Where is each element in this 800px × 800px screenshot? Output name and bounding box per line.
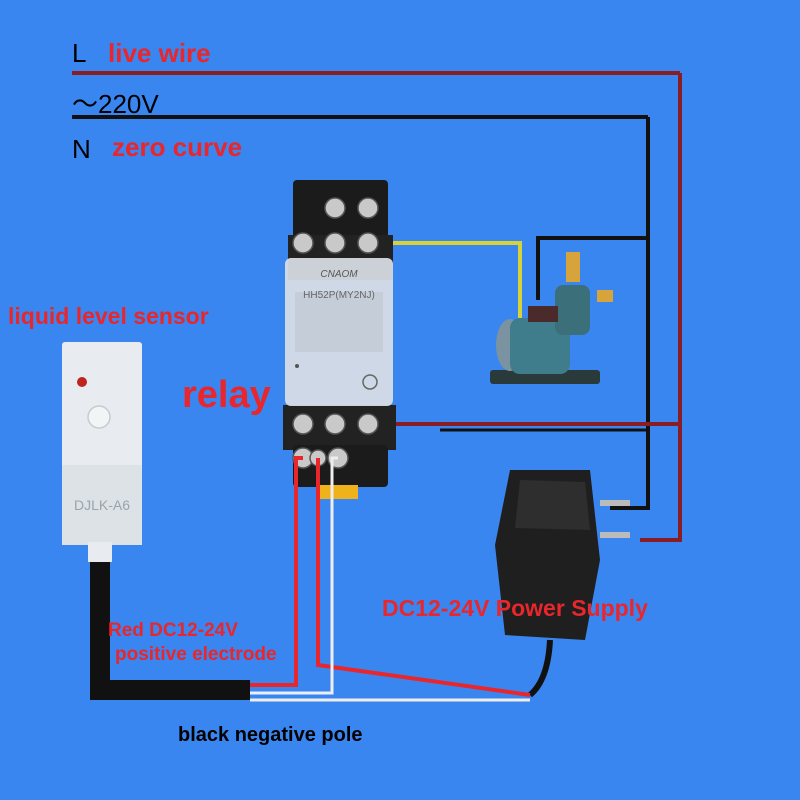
pump-neutral-wire	[536, 236, 648, 300]
power-adapter	[495, 470, 630, 698]
live-wire-drop	[640, 73, 682, 542]
relay-cover: CNAOM HH52P(MY2NJ)	[285, 258, 393, 406]
live-wire-label: live wire	[108, 38, 211, 68]
white-wire-from-relay	[250, 456, 338, 695]
power-supply-label: DC12-24V Power Supply	[382, 595, 648, 621]
relay-terminals	[292, 197, 379, 469]
relay-model: HH52P(MY2NJ)	[303, 290, 375, 301]
relay-label: relay	[182, 374, 271, 416]
neutral-wire-label: zero curve	[112, 132, 243, 162]
red-wire-to-adapter	[316, 458, 531, 697]
neutral-wire-drop	[610, 117, 650, 510]
red-wire-label-1: Red DC12-24V	[108, 620, 238, 641]
liquid-level-sensor: DJLK-A6	[62, 342, 142, 562]
live-letter: L	[72, 38, 87, 68]
sensor-model: DJLK-A6	[74, 497, 130, 513]
sensor-label: liquid level sensor	[8, 303, 209, 329]
neutral-letter: N	[72, 134, 91, 164]
water-pump	[490, 252, 613, 384]
red-wire-label-2: positive electrode	[115, 644, 277, 665]
relay-to-pump-wire	[374, 241, 522, 318]
sensor-cable	[90, 560, 250, 700]
voltage-label: ～220V	[72, 89, 159, 119]
red-wire-to-relay-a	[250, 456, 303, 687]
relay-brand: CNAOM	[320, 269, 358, 280]
black-wire-label: black negative pole	[178, 724, 363, 746]
